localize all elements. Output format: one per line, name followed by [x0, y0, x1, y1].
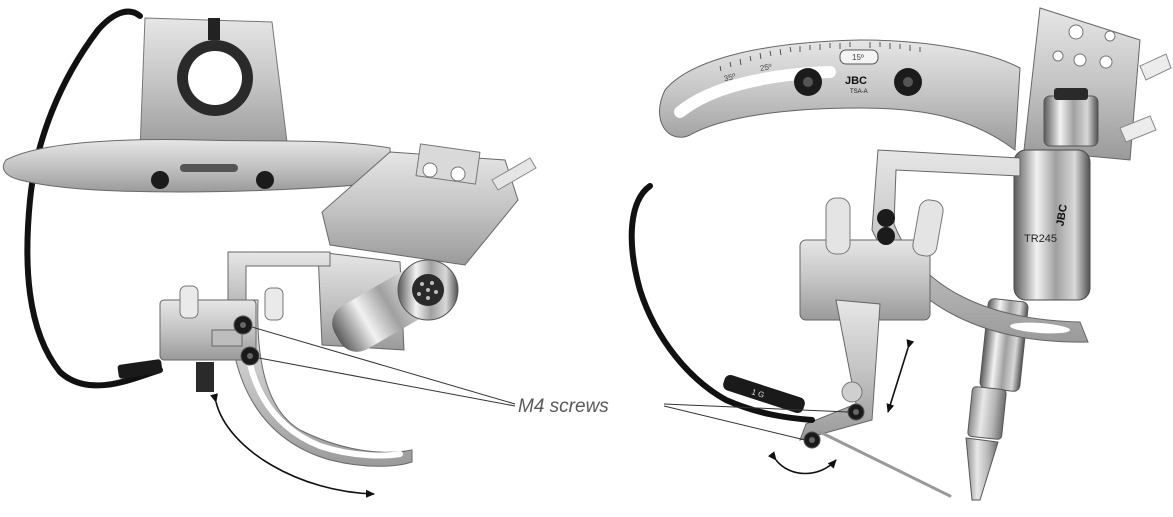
leader-line-left-upper [251, 326, 516, 405]
left-arm-slot [180, 164, 238, 172]
right-air-fitting-mid [1119, 115, 1157, 143]
right-bracket-slot [1010, 322, 1070, 334]
left-arm-screw-2 [256, 171, 274, 189]
left-cable-connector [117, 359, 163, 379]
left-cable [24, 8, 163, 389]
left-device [2, 8, 537, 498]
right-cable [628, 183, 815, 423]
m4-screws-callout: M4 screws [251, 326, 849, 441]
right-cable-sleeve [723, 374, 805, 414]
right-tool-sleeve [967, 386, 1007, 440]
left-clamp-slot [208, 18, 220, 40]
right-tool-body [1013, 149, 1091, 301]
right-rotation-arrow [767, 451, 837, 475]
right-scale-indicator [839, 49, 879, 65]
callout-label: M4 screws [518, 396, 609, 417]
left-rotation-arrow [210, 393, 375, 498]
right-device: 35º 25º 15º JBC TSA-A JBC TR245 [628, 7, 1172, 501]
left-air-fitting-top [491, 157, 537, 191]
right-air-fitting-top [1139, 53, 1172, 81]
right-tool-connector [1043, 95, 1099, 147]
right-arm-model: TSA-A [850, 89, 868, 95]
left-arm-screw-1 [151, 171, 169, 189]
right-tool-brand: JBC [1054, 203, 1070, 227]
right-scale-arm [659, 39, 1021, 151]
right-cable-mark: 1 G [750, 387, 765, 400]
right-scale-label-15: 15º [852, 53, 864, 62]
leader-line-left-lower [258, 357, 516, 407]
leader-line-right-upper [663, 403, 849, 413]
leader-line-right-lower [663, 405, 806, 441]
right-scale-label-25: 25º [759, 62, 772, 73]
right-tool-model: TR245 [1024, 233, 1057, 245]
right-scale-label-35: 35º [723, 72, 737, 84]
right-tool-tip [965, 437, 999, 501]
right-vertical-arrow [886, 339, 915, 413]
right-arm-brand: JBC [845, 75, 867, 87]
right-dispense-needle [818, 430, 952, 498]
